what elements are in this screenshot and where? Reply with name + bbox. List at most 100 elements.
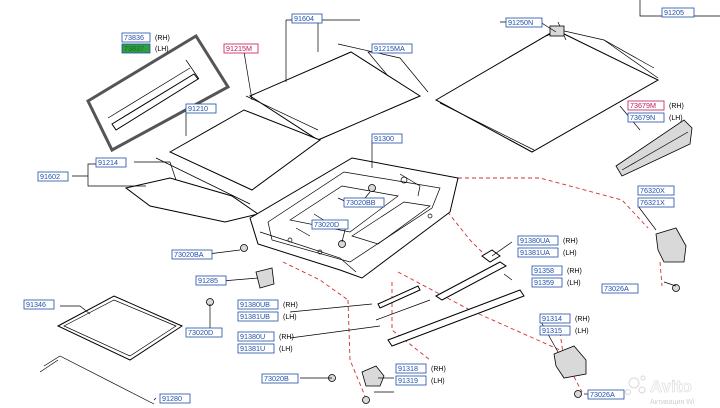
label-91380ub: 91380UB (RH) [237,299,298,310]
side-text: (LH) [279,346,293,353]
avito-logo-icon [625,375,646,395]
part-number-text: 76320X [640,186,665,195]
label-91205: 91205 [661,7,695,18]
part-number-text: 73679M [630,101,656,110]
label-91210: 91210 [185,103,217,114]
part-number-text: 91358 [534,266,554,275]
sunroof-frame-91300 [249,157,459,279]
part-number-text: 91380U [240,332,265,341]
label-73020d-bottom: 73020D [185,327,223,338]
part-number-text: 91381UB [240,312,270,321]
side-text: (LH) [155,46,169,53]
deflector-73836 [111,73,199,131]
part-number-text: 91210 [188,104,208,113]
side-text: (RH) [575,316,590,323]
watermark: Avito Активация Wi [625,375,695,406]
side-text: (RH) [669,103,684,110]
part-number-text: 91318 [398,364,418,373]
label-91380ua: 91380UA (RH) [517,235,578,246]
part-number-text: 91300 [374,134,394,143]
side-text: (RH) [283,302,298,309]
part-number-text: 91346 [26,300,46,309]
part-number-text: 73020BA [174,250,204,259]
bracket-73679M [615,119,693,177]
label-73020b: 73020B [261,373,299,384]
part-number-text: 91314 [542,314,562,323]
label-73837: 73837 (LH) [121,43,169,54]
label-76320x: 76320X [637,185,675,196]
side-text: (LH) [563,250,577,257]
label-91381u: 91381U (LH) [237,343,293,354]
bolt-icons [206,184,680,404]
rail-91358 [435,261,507,301]
rail-91380U [387,289,525,347]
motor-91285 [255,267,275,289]
label-91280: 91280 [159,393,191,404]
part-number-text: 91319 [398,376,418,385]
label-91215ma: 91215MA [371,43,413,54]
side-text: (RH) [279,334,294,341]
label-91319: 91319 (LH) [395,375,445,386]
part-number-text: 91215M [226,44,252,53]
side-text: (RH) [563,238,578,245]
part-number-text: 91604 [294,14,314,23]
bracket-76320X [655,227,687,263]
label-91214: 91214 [95,157,127,168]
part-number-text: 91602 [40,172,60,181]
part-number-text: 91359 [534,278,554,287]
part-number-text: 73026A [604,284,629,293]
side-text: (RH) [155,35,170,42]
watermark-text: Активация Wi [650,399,695,406]
label-91318: 91318 (RH) [395,363,446,374]
part-number-text: 91381UA [520,248,550,257]
side-text: (LH) [575,328,589,335]
label-91314: 91314 (RH) [539,313,590,324]
label-73026a-right: 73026A [601,283,639,294]
label-91380u: 91380U (RH) [237,331,294,342]
part-number-text: 73026A [590,390,615,399]
label-73020bb: 73020BB [343,197,385,208]
part-number-text: 73837 [124,44,144,53]
part-number-text: 73679N [630,113,655,122]
label-91358: 91358 (RH) [531,265,582,276]
weatherstrip-91280 [43,355,155,405]
part-number-text: 91285 [198,276,218,285]
label-91215m: 91215M [223,43,259,54]
label-73679n: 73679N(LH) [627,112,683,123]
label-73020d-top: 73020D [311,219,349,230]
side-text: (RH) [431,366,446,373]
side-text: (LH) [431,378,445,385]
side-text: (RH) [567,268,582,275]
label-73020ba: 73020BA [171,249,213,260]
part-number-text: 73020D [188,328,213,337]
part-number-text: 91215MA [374,44,405,53]
label-91381ub: 91381UB(LH) [237,311,297,322]
part-number-text: 73020B [264,374,289,383]
label-73679m: 73679M (RH) [627,100,684,111]
label-73026a-bottom: 73026A [587,389,625,400]
part-number-text: 91380UA [520,236,550,245]
label-91285: 91285 [195,275,227,286]
watermark-brand: Avito [650,377,692,396]
bracket-91314 [553,345,587,379]
part-number-text: 76321X [640,198,665,207]
rail-91380UB [377,285,421,309]
part-number-text: 73836 [124,33,144,42]
part-number-text: 73020BB [346,198,376,207]
part-number-text: 91315 [542,326,562,335]
frame-91346 [56,295,184,361]
label-91359: 91359 (LH) [531,277,581,288]
part-number-text: 91280 [162,394,182,403]
side-text: (LH) [567,280,581,287]
part-number-text: 91380UB [240,300,270,309]
glass-front-91210 [168,109,322,191]
label-73836: 73836 (RH) [121,32,170,43]
sunshade-91250N [434,29,660,153]
part-number-text: 91214 [98,158,118,167]
label-91300: 91300 [371,133,403,144]
part-number-text: 91381U [240,344,265,353]
part-number-text: 91205 [664,8,684,17]
